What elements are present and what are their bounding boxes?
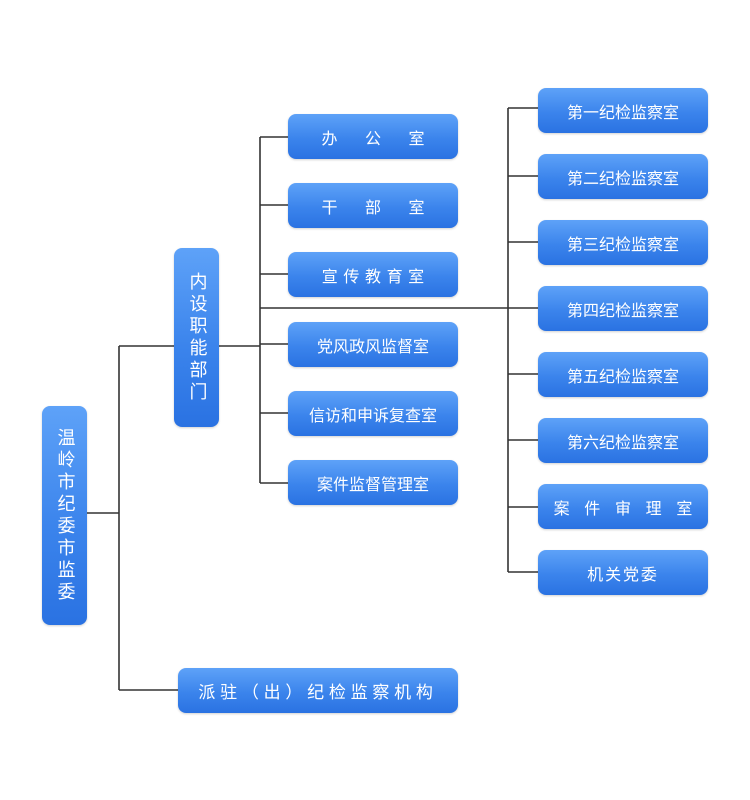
party-committee: 机关党委 (538, 550, 708, 595)
office-1: 第一纪检监察室 (538, 88, 708, 133)
office-6: 第六纪检监察室 (538, 418, 708, 463)
dept-office: 办 公 室 (288, 114, 458, 159)
office-2: 第二纪检监察室 (538, 154, 708, 199)
internal-departments-node: 内设职能部门 (174, 248, 219, 427)
dispatched-node: 派驻（出）纪检监察机构 (178, 668, 458, 713)
dept-cadre: 干 部 室 (288, 183, 458, 228)
dept-conduct-supervision: 党风政风监督室 (288, 322, 458, 367)
dept-case-supervision: 案件监督管理室 (288, 460, 458, 505)
office-4: 第四纪检监察室 (538, 286, 708, 331)
case-review-office: 案 件 审 理 室 (538, 484, 708, 529)
office-3: 第三纪检监察室 (538, 220, 708, 265)
dept-petition: 信访和申诉复查室 (288, 391, 458, 436)
dept-publicity: 宣传教育室 (288, 252, 458, 297)
root-node: 温岭市纪委市监委 (42, 406, 87, 625)
office-5: 第五纪检监察室 (538, 352, 708, 397)
